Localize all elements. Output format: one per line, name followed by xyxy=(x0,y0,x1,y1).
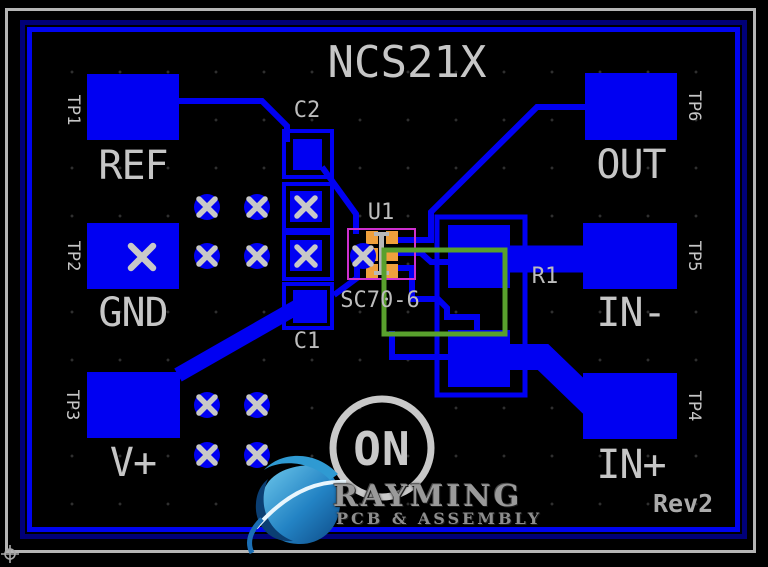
tp2-pad[interactable] xyxy=(87,223,179,289)
rayming-watermark-subtitle: PCB & ASSEMBLY xyxy=(336,509,543,528)
tp1-ref: TP1 xyxy=(63,94,83,126)
board-title: NCS21X xyxy=(327,37,487,88)
tp5-ref: TP5 xyxy=(684,240,704,272)
origin-marker xyxy=(1,545,19,563)
rayming-logo-swirl xyxy=(247,455,347,555)
revision-label: Rev2 xyxy=(653,489,714,518)
highlight-box[interactable] xyxy=(381,247,508,337)
net-label-inplus: IN+ xyxy=(596,442,666,488)
u1-package-label: SC70-6 xyxy=(340,288,420,313)
net-label-out: OUT xyxy=(596,142,666,188)
r1-designator: R1 xyxy=(531,264,559,289)
tp4-ref: TP4 xyxy=(684,390,704,422)
tp5-pad[interactable] xyxy=(583,223,677,289)
tp6-ref: TP6 xyxy=(684,90,704,122)
on-semi-logo-text: ON xyxy=(353,422,411,476)
tp3-ref: TP3 xyxy=(62,389,82,421)
tp1-pad[interactable] xyxy=(87,74,179,140)
c2-designator: C2 xyxy=(293,98,321,123)
tp2-ref: TP2 xyxy=(63,240,83,272)
u1-designator: U1 xyxy=(367,200,395,225)
rayming-watermark-title: RAYMING xyxy=(333,479,523,514)
sheet-frame xyxy=(5,8,756,553)
board-outline-inner xyxy=(27,27,740,532)
c2-footprint[interactable] xyxy=(282,129,334,232)
tp6-pad[interactable] xyxy=(585,73,677,140)
tp4-pad[interactable] xyxy=(583,373,677,439)
r1-footprint[interactable] xyxy=(434,214,528,398)
net-label-ref: REF xyxy=(98,143,168,189)
net-label-gnd: GND xyxy=(98,290,168,336)
vias[interactable] xyxy=(127,194,376,468)
c1-designator: C1 xyxy=(293,329,321,354)
board-outline-outer xyxy=(20,20,747,539)
tp3-pad[interactable] xyxy=(87,372,180,438)
net-label-vplus: V+ xyxy=(109,440,157,486)
on-semi-logo-circle xyxy=(329,395,435,501)
testpoint-pads xyxy=(87,73,677,439)
net-label-inminus: IN- xyxy=(596,290,666,336)
